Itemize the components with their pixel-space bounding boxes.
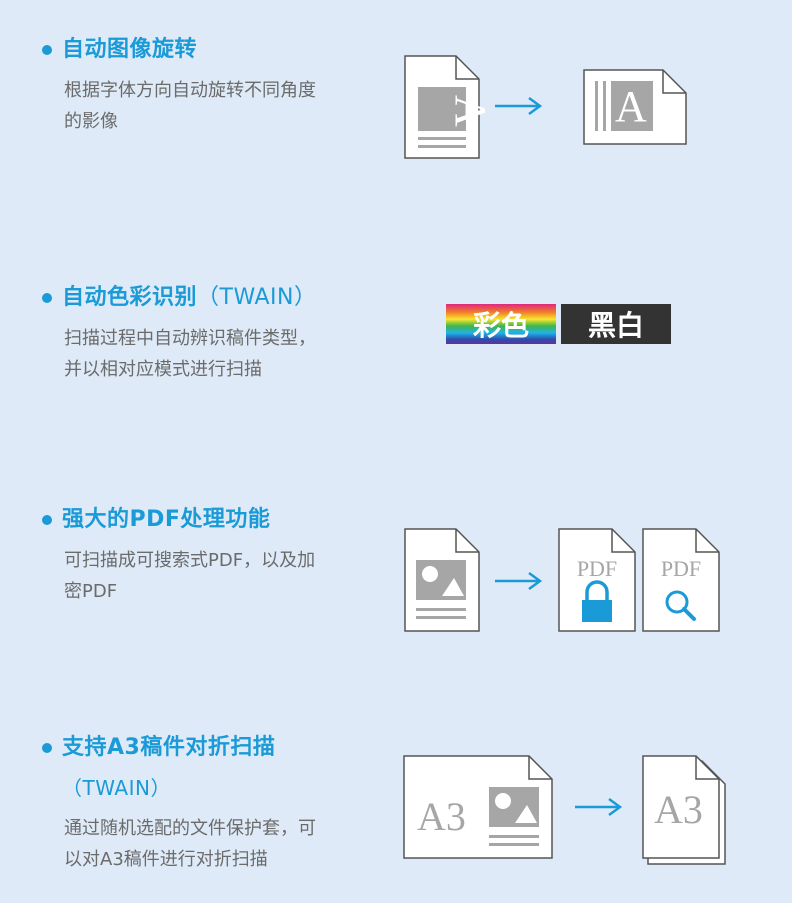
svg-text:PDF: PDF	[661, 556, 701, 581]
svg-text:A3: A3	[654, 787, 703, 832]
arrow-right-icon	[575, 797, 623, 817]
bullet-icon	[42, 293, 52, 303]
image-document-icon	[404, 528, 480, 632]
color-badge: 彩色	[446, 304, 556, 344]
svg-text:A3: A3	[417, 794, 466, 839]
bullet-icon	[42, 515, 52, 525]
feature-auto-rotate: 自动图像旋转 根据字体方向自动旋转不同角度 的影像 A A	[0, 0, 792, 220]
feature-auto-color: 自动色彩识别（TWAIN） 扫描过程中自动辨识稿件类型， 并以相对应模式进行扫描…	[0, 220, 792, 450]
feature-title: 自动色彩识别（TWAIN）	[62, 285, 317, 310]
feature-title: 支持A3稿件对折扫描	[62, 735, 276, 760]
feature-description: 根据字体方向自动旋转不同角度 的影像	[64, 80, 316, 132]
svg-text:A: A	[615, 82, 647, 131]
feature-title: 强大的PDF处理功能	[62, 507, 271, 532]
upright-document-icon: A	[583, 69, 687, 145]
bw-badge: 黑白	[561, 304, 671, 344]
feature-a3-fold: 支持A3稿件对折扫描 （TWAIN） 通过随机选配的文件保护套，可 以对A3稿件…	[0, 680, 792, 903]
bullet-icon	[42, 743, 52, 753]
arrow-right-icon	[495, 571, 543, 591]
folded-a3-document-icon: A3	[642, 755, 726, 865]
bullet-icon	[42, 45, 52, 55]
svg-text:彩色: 彩色	[473, 309, 529, 342]
pdf-lock-icon: PDF	[558, 528, 636, 632]
feature-pdf: 强大的PDF处理功能 可扫描成可搜索式PDF，以及加 密PDF PDF PDF	[0, 450, 792, 680]
feature-description: 扫描过程中自动辨识稿件类型， 并以相对应模式进行扫描	[64, 328, 316, 380]
a3-document-icon: A3	[403, 755, 553, 859]
svg-text:黑白: 黑白	[588, 309, 644, 342]
svg-text:A: A	[446, 95, 495, 127]
feature-title: 自动图像旋转	[62, 37, 198, 62]
feature-title-suffix: （TWAIN）	[62, 776, 171, 800]
feature-description: 可扫描成可搜索式PDF，以及加 密PDF	[64, 550, 316, 602]
arrow-right-icon	[495, 96, 543, 116]
rotated-document-icon: A	[404, 55, 495, 159]
feature-description: 通过随机选配的文件保护套，可 以对A3稿件进行对折扫描	[64, 818, 316, 870]
svg-text:PDF: PDF	[577, 556, 617, 581]
pdf-search-icon: PDF	[642, 528, 720, 632]
